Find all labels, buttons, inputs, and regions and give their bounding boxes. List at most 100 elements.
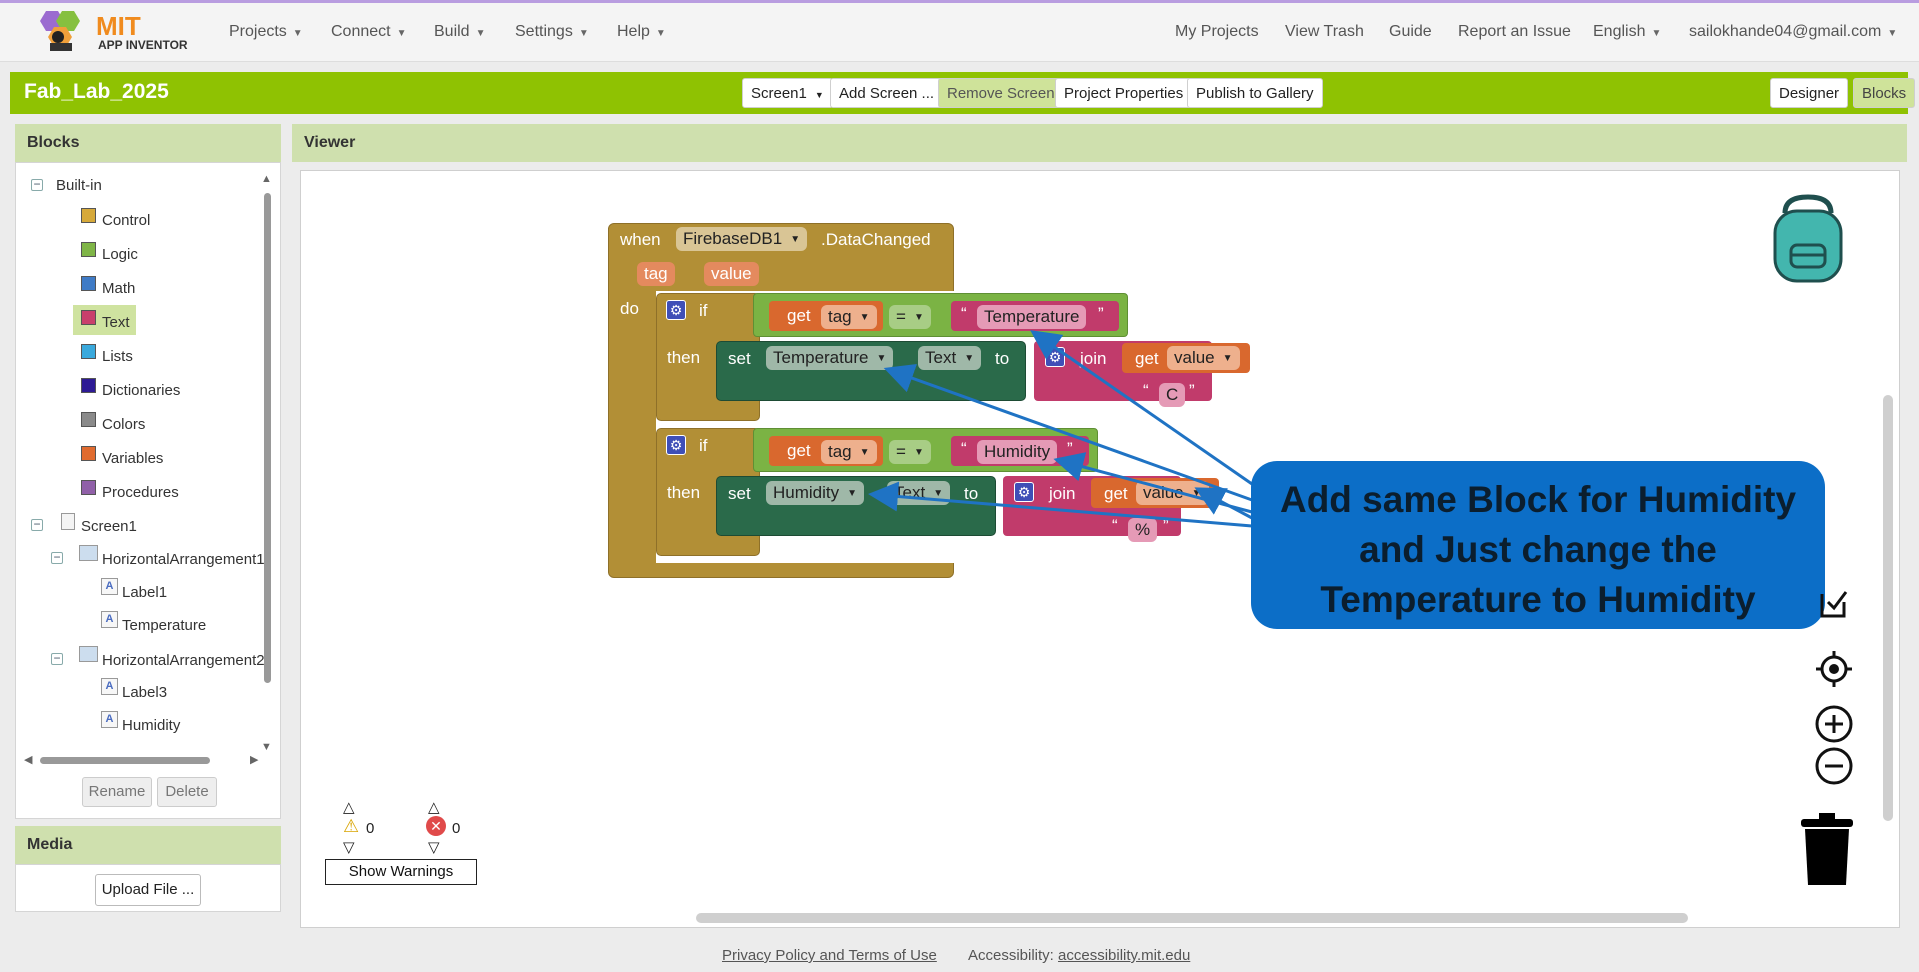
privacy-link[interactable]: Privacy Policy and Terms of Use (722, 947, 937, 964)
equals-dropdown-2[interactable]: =▼ (889, 440, 931, 464)
set-property-dropdown-2[interactable]: Text▼ (887, 481, 951, 505)
menu-help-label: Help (617, 23, 650, 40)
delete-button[interactable]: Delete (157, 777, 217, 807)
category-control-label: Control (102, 212, 151, 229)
get-tag-dropdown[interactable]: tag▼ (821, 305, 877, 329)
tree-humidity[interactable]: Humidity (122, 717, 181, 734)
screen-select[interactable]: Screen1▼ (742, 78, 833, 108)
workspace-horizontal-scrollbar[interactable] (696, 913, 1688, 923)
string-humidity[interactable]: Humidity (977, 440, 1058, 464)
tree-label1[interactable]: Label1 (122, 584, 168, 601)
get-value-dropdown-1[interactable]: value▼ (1167, 346, 1240, 370)
set-component-dropdown-1[interactable]: Temperature▼ (766, 346, 894, 370)
dictionaries-swatch-icon (81, 378, 96, 393)
join-label: join (1080, 349, 1107, 368)
menu-connect[interactable]: Connect▼ (331, 23, 407, 41)
vertical-scrollbar[interactable]: ▲ ▼ (260, 173, 274, 753)
menu-language[interactable]: English▼ (1593, 23, 1661, 41)
menu-help[interactable]: Help▼ (617, 23, 666, 41)
designer-button[interactable]: Designer (1770, 78, 1849, 108)
collapse-icon[interactable]: − (51, 551, 63, 564)
set-component-dropdown-2[interactable]: Humidity▼ (766, 481, 865, 505)
menu-settings[interactable]: Settings▼ (515, 23, 589, 41)
link-my-projects[interactable]: My Projects (1175, 23, 1259, 40)
instruction-callout: Add same Block for Humidity and Just cha… (1251, 461, 1825, 629)
scroll-up-icon[interactable]: ▲ (261, 173, 272, 185)
string-percent[interactable]: % (1128, 518, 1158, 542)
error-up-icon[interactable]: △ (428, 799, 440, 816)
blocks-button[interactable]: Blocks (1853, 78, 1916, 108)
app-inventor-logo[interactable]: MIT APP INVENTOR (36, 7, 196, 55)
tree-builtin[interactable]: Built-in (56, 177, 102, 194)
workspace-vertical-scrollbar[interactable] (1883, 395, 1893, 821)
component-dropdown[interactable]: FirebaseDB1▼ (676, 227, 808, 251)
category-procedures-label: Procedures (102, 484, 179, 501)
mutator-gear-icon[interactable]: ⚙ (1045, 347, 1065, 367)
screen-icon (61, 513, 75, 530)
trash-icon[interactable] (1799, 813, 1855, 887)
get-label: get (787, 306, 811, 325)
show-warnings-button[interactable]: Show Warnings (325, 859, 477, 885)
publish-gallery-button[interactable]: Publish to Gallery (1187, 78, 1323, 108)
get-label: get (1104, 484, 1128, 503)
recenter-icon[interactable] (1816, 651, 1852, 687)
param-tag[interactable]: tag (637, 262, 675, 286)
scroll-left-icon[interactable]: ◀ (24, 754, 33, 766)
project-properties-button[interactable]: Project Properties (1055, 78, 1193, 108)
get-label: get (787, 441, 811, 460)
error-down-icon[interactable]: ▽ (428, 839, 440, 856)
scroll-thumb[interactable] (264, 193, 271, 683)
upload-file-button[interactable]: Upload File ... (95, 874, 201, 906)
language-label: English (1593, 23, 1646, 40)
set-component-label-1: Temperature (773, 348, 869, 367)
tree-label3[interactable]: Label3 (122, 684, 168, 701)
mutator-gear-icon[interactable]: ⚙ (1014, 482, 1034, 502)
zoom-in-icon[interactable] (1814, 704, 1854, 744)
control-swatch-icon (81, 208, 96, 223)
link-guide[interactable]: Guide (1389, 23, 1432, 40)
link-report-issue[interactable]: Report an Issue (1458, 23, 1571, 40)
collapse-icon[interactable]: − (31, 518, 43, 531)
tree-horizontal-arrangement-1[interactable]: HorizontalArrangement1 (102, 551, 265, 568)
collapse-icon[interactable]: − (51, 652, 63, 665)
collapse-icon[interactable]: − (31, 178, 43, 191)
zoom-out-icon[interactable] (1814, 746, 1854, 786)
tree-temperature[interactable]: Temperature (122, 617, 207, 634)
tree-horizontal-arrangement-2[interactable]: HorizontalArrangement2 (102, 652, 265, 669)
menu-projects[interactable]: Projects▼ (229, 23, 303, 41)
quote-open: “ (1112, 516, 1118, 535)
menu-build[interactable]: Build▼ (434, 23, 485, 41)
then-label: then (667, 348, 701, 367)
param-value[interactable]: value (704, 262, 759, 286)
get-tag-dropdown-2[interactable]: tag▼ (821, 440, 877, 464)
label-component-icon: A (101, 611, 118, 628)
get-value-dropdown-2[interactable]: value▼ (1136, 481, 1209, 505)
tree-screen1[interactable]: Screen1 (81, 518, 137, 535)
mutator-gear-icon[interactable]: ⚙ (666, 435, 686, 455)
scroll-right-icon[interactable]: ▶ (250, 754, 259, 766)
accessibility-link[interactable]: accessibility.mit.edu (1058, 947, 1191, 964)
blocks-panel: − Built-in Control Logic Math Text Lists… (15, 162, 281, 819)
scroll-down-icon[interactable]: ▼ (261, 741, 272, 753)
warning-up-icon[interactable]: △ (343, 799, 355, 816)
set-property-dropdown-1[interactable]: Text▼ (918, 346, 982, 370)
backpack-icon[interactable] (1763, 193, 1853, 285)
label-component-icon: A (101, 678, 118, 695)
equals-dropdown[interactable]: =▼ (889, 305, 931, 329)
remove-screen-button[interactable]: Remove Screen (938, 78, 1064, 108)
rename-button[interactable]: Rename (82, 777, 152, 807)
viewer-header: Viewer (292, 124, 1907, 162)
horizontal-scrollbar[interactable]: ◀ ▶ (24, 753, 264, 767)
add-screen-button[interactable]: Add Screen ... (830, 78, 944, 108)
link-view-trash[interactable]: View Trash (1285, 23, 1364, 40)
warning-triangle-icon: ⚠ (343, 816, 360, 836)
mutator-gear-icon[interactable]: ⚙ (666, 300, 686, 320)
warning-down-icon[interactable]: ▽ (343, 839, 355, 856)
quote-close: ” (1067, 439, 1073, 458)
quote-close: ” (1163, 516, 1169, 535)
scroll-thumb[interactable] (40, 757, 210, 764)
menu-account[interactable]: sailokhande04@gmail.com▼ (1689, 23, 1897, 41)
media-panel: Upload File ... (15, 864, 281, 912)
string-temperature[interactable]: Temperature (977, 305, 1087, 329)
string-c[interactable]: C (1159, 383, 1186, 407)
